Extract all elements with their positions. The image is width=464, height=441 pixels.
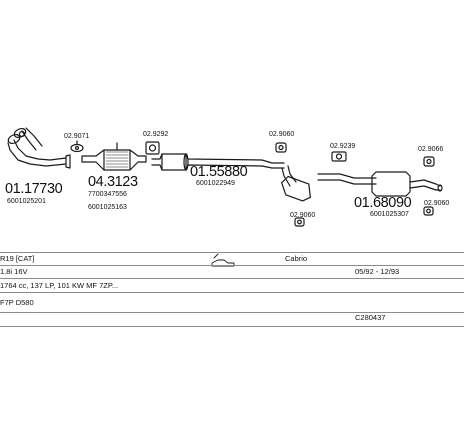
- part-number-downpipe: 01.17730: [5, 181, 63, 197]
- accessory-number-clamp-2: 02.9239: [330, 143, 356, 150]
- accessory-number-hanger-rear-upper: 02.9066: [418, 146, 444, 153]
- cabrio-symbol-icon: [211, 253, 235, 267]
- accessory-number-hanger-lower: 02.9060: [290, 212, 316, 219]
- table-divider: [0, 252, 464, 253]
- table-divider: [0, 265, 464, 266]
- hanger-part-upper: [275, 142, 287, 153]
- oem-code-middle-silencer: 6001022949: [196, 180, 235, 187]
- oem-code-rear-silencer: 6001025307: [370, 211, 409, 218]
- hanger-part-rear-upper: [423, 156, 435, 167]
- accessory-number-hanger-rear-lower: 02.9060: [424, 200, 450, 207]
- part-number-catalyst: 04.3123: [88, 174, 138, 190]
- intermediate-silencer-part: [281, 165, 311, 202]
- accessory-number-hanger-upper: 02.9060: [269, 131, 295, 138]
- oem-code-downpipe: 6001025201: [7, 198, 46, 205]
- oem-code-catalyst-1: 7700347556: [88, 191, 127, 198]
- hanger-part-rear-lower: [423, 206, 434, 216]
- vehicle-body-type: Cabrio: [285, 254, 308, 263]
- reference-number: C280437: [355, 313, 386, 322]
- accessory-number-gasket: 02.9071: [64, 133, 90, 140]
- clamp-part: [145, 141, 160, 155]
- gasket-part-1: [70, 140, 84, 153]
- table-divider: [0, 326, 464, 327]
- oem-code-catalyst-2: 6001025163: [88, 204, 127, 211]
- table-divider: [0, 312, 464, 313]
- catalytic-converter-part: [81, 142, 147, 171]
- vehicle-model: R19 [CAT]: [0, 254, 35, 263]
- table-divider: [0, 292, 464, 293]
- clamp-part-2: [331, 151, 347, 162]
- table-divider: [0, 278, 464, 279]
- accessory-number-clamp: 02.9292: [143, 131, 169, 138]
- part-number-middle-silencer: 01.55880: [190, 164, 248, 180]
- hanger-part-lower: [294, 217, 305, 227]
- middle-silencer-part: [151, 153, 285, 171]
- part-number-rear-silencer: 01.68090: [354, 195, 412, 211]
- vehicle-spec: 1764 cc, 137 LP, 101 KW MF 7ZP...: [0, 281, 119, 290]
- vehicle-engine-code: F7P D580: [0, 298, 34, 307]
- rear-silencer-part: [317, 171, 443, 197]
- vehicle-period: 05/92 - 12/93: [355, 267, 400, 276]
- downpipe-part: [7, 127, 71, 169]
- vehicle-engine: 1.8i 16V: [0, 267, 28, 276]
